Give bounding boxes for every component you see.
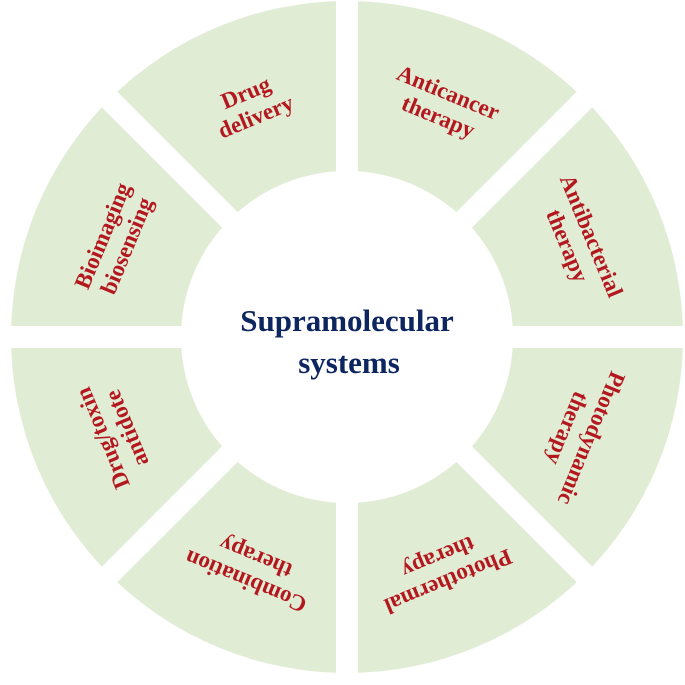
center-circle xyxy=(181,171,513,503)
center-title-line2: systems xyxy=(298,345,400,380)
center-title-line1: Supramolecular xyxy=(240,303,454,338)
